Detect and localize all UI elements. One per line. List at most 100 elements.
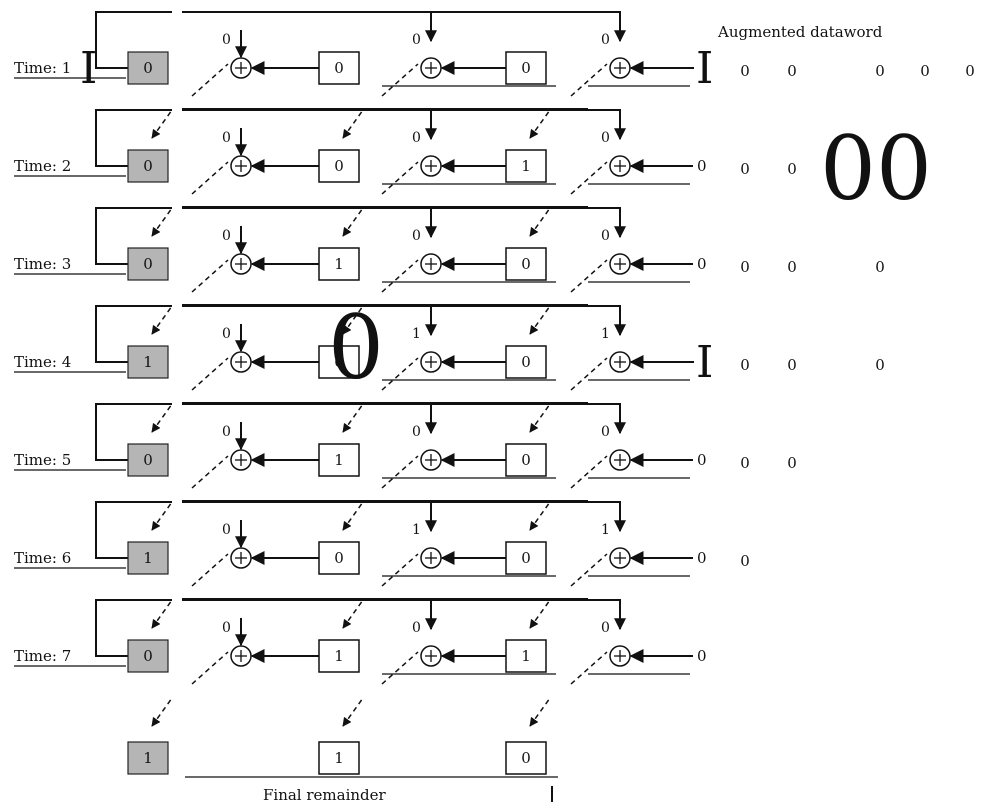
dashed-shift bbox=[570, 553, 608, 587]
feedback-wire bbox=[95, 599, 172, 657]
dashed-down-arrow bbox=[342, 403, 364, 433]
dataword-bit: 0 bbox=[787, 62, 797, 80]
feedback-bit: 0 bbox=[412, 228, 421, 244]
feedback-drop bbox=[606, 403, 626, 435]
feedback-bit: 0 bbox=[412, 130, 421, 146]
dataword-bit: 0 bbox=[875, 258, 885, 276]
feedback-bit: 0 bbox=[222, 424, 231, 440]
dashed-down-arrow bbox=[151, 501, 173, 531]
dataword-bit: 0 bbox=[875, 62, 885, 80]
dashed-shift bbox=[570, 259, 608, 293]
input-bit: I bbox=[696, 43, 713, 94]
dashed-shift bbox=[570, 357, 608, 391]
shaded-register-value: 0 bbox=[143, 59, 153, 77]
feedback-bit: 0 bbox=[222, 522, 231, 538]
final-register-1-value: 1 bbox=[334, 749, 344, 767]
register-value: 1 bbox=[521, 647, 531, 665]
dataword-bit: 0 bbox=[787, 356, 797, 374]
dashed-down-arrow bbox=[151, 697, 173, 727]
feedback-wire bbox=[95, 109, 172, 167]
shaded-register-value: 0 bbox=[143, 647, 153, 665]
time-label: Time: 3 bbox=[14, 255, 71, 273]
register-value: 1 bbox=[334, 451, 344, 469]
feedback-wire bbox=[95, 403, 172, 461]
register-value: 1 bbox=[334, 255, 344, 273]
feedback-bit: 1 bbox=[412, 522, 421, 538]
input-bit: 0 bbox=[697, 157, 707, 175]
feedback-bit: 1 bbox=[601, 522, 610, 538]
dataword-bit: 0 bbox=[787, 454, 797, 472]
shaded-register bbox=[127, 51, 169, 85]
feedback-bit: 0 bbox=[222, 130, 231, 146]
dataword-bit: 0 bbox=[920, 62, 930, 80]
feedback-bit: 0 bbox=[412, 32, 421, 48]
dashed-shift bbox=[191, 455, 229, 489]
dataword-bit: 0 bbox=[740, 258, 750, 276]
dataword-bit: 00 bbox=[820, 117, 932, 220]
shaded-register bbox=[127, 149, 169, 183]
feedback-bit: 1 bbox=[601, 326, 610, 342]
shaded-register-value: 1 bbox=[143, 353, 153, 371]
dashed-down-arrow bbox=[342, 599, 364, 629]
register-value: 0 bbox=[334, 59, 344, 77]
dashed-shift bbox=[191, 161, 229, 195]
final-remainder-label: Final remainder bbox=[263, 786, 387, 804]
dashed-down-arrow bbox=[529, 403, 551, 433]
register-value: 0 bbox=[334, 157, 344, 175]
dashed-down-arrow bbox=[151, 109, 173, 139]
shaded-register-value: 0 bbox=[143, 451, 153, 469]
final-register-2 bbox=[127, 741, 169, 775]
feedback-bit: 0 bbox=[412, 424, 421, 440]
register-box bbox=[318, 51, 360, 85]
register-value: 0 bbox=[521, 255, 531, 273]
input-bit: 0 bbox=[697, 255, 707, 273]
register-box bbox=[505, 247, 547, 281]
dashed-down-arrow bbox=[151, 403, 173, 433]
register-box bbox=[318, 541, 360, 575]
dashed-shift bbox=[381, 357, 419, 391]
register-box bbox=[505, 149, 547, 183]
dataword-bit: 0 bbox=[787, 258, 797, 276]
register-box bbox=[505, 443, 547, 477]
dashed-down-arrow bbox=[342, 109, 364, 139]
register-value: 0 bbox=[521, 353, 531, 371]
dashed-down-arrow bbox=[529, 109, 551, 139]
dataword-bit: 0 bbox=[740, 552, 750, 570]
feedback-bit: 0 bbox=[222, 228, 231, 244]
dashed-shift bbox=[381, 63, 419, 97]
shaded-register-value: 1 bbox=[143, 549, 153, 567]
shaded-register bbox=[127, 247, 169, 281]
dashed-down-arrow bbox=[151, 207, 173, 237]
final-register-0-value: 0 bbox=[521, 749, 531, 767]
time-label: Time: 4 bbox=[14, 353, 71, 371]
dashed-down-arrow bbox=[529, 207, 551, 237]
dashed-shift bbox=[570, 455, 608, 489]
dashed-shift bbox=[381, 161, 419, 195]
dataword-bit: 0 bbox=[740, 356, 750, 374]
dashed-down-arrow bbox=[529, 599, 551, 629]
feedback-wire bbox=[95, 11, 172, 69]
input-bit: I bbox=[696, 337, 713, 388]
register-value: 0 bbox=[521, 451, 531, 469]
dashed-shift bbox=[381, 259, 419, 293]
feedback-bit: 0 bbox=[222, 32, 231, 48]
dashed-shift bbox=[191, 357, 229, 391]
feedback-bit: 0 bbox=[601, 32, 610, 48]
dashed-shift bbox=[570, 651, 608, 685]
input-bit: 0 bbox=[697, 647, 707, 665]
feedback-drop bbox=[606, 599, 626, 631]
dataword-bit: 0 bbox=[740, 160, 750, 178]
dashed-down-arrow bbox=[342, 501, 364, 531]
register-value: 0 bbox=[334, 549, 344, 567]
feedback-drop bbox=[606, 11, 626, 43]
dashed-down-arrow bbox=[342, 207, 364, 237]
register-box bbox=[505, 345, 547, 379]
